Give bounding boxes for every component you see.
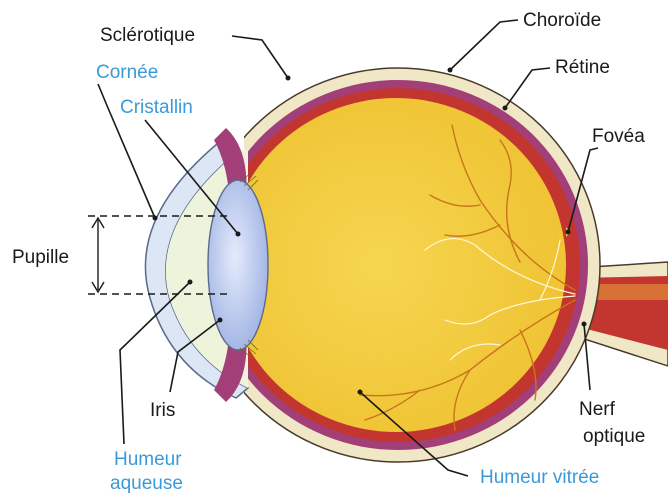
label-iris: Iris bbox=[150, 400, 175, 421]
label-humeur-aqueuse-line1: Humeur bbox=[114, 449, 182, 470]
label-sclerotique: Sclérotique bbox=[100, 25, 195, 46]
label-humeur-vitree: Humeur vitrée bbox=[480, 467, 599, 488]
label-nerf-optique-line2: optique bbox=[583, 426, 645, 447]
label-retine: Rétine bbox=[555, 57, 610, 78]
label-cristallin: Cristallin bbox=[120, 97, 193, 118]
label-fovea: Fovéa bbox=[592, 126, 645, 147]
label-cornee: Cornée bbox=[96, 62, 158, 83]
lens bbox=[208, 180, 268, 350]
label-choroide: Choroïde bbox=[523, 10, 601, 31]
label-pupille: Pupille bbox=[12, 247, 69, 268]
label-humeur-aqueuse-line2: aqueuse bbox=[110, 473, 183, 493]
label-nerf-optique-line1: Nerf bbox=[579, 399, 616, 420]
vitreous-humor bbox=[226, 98, 566, 432]
